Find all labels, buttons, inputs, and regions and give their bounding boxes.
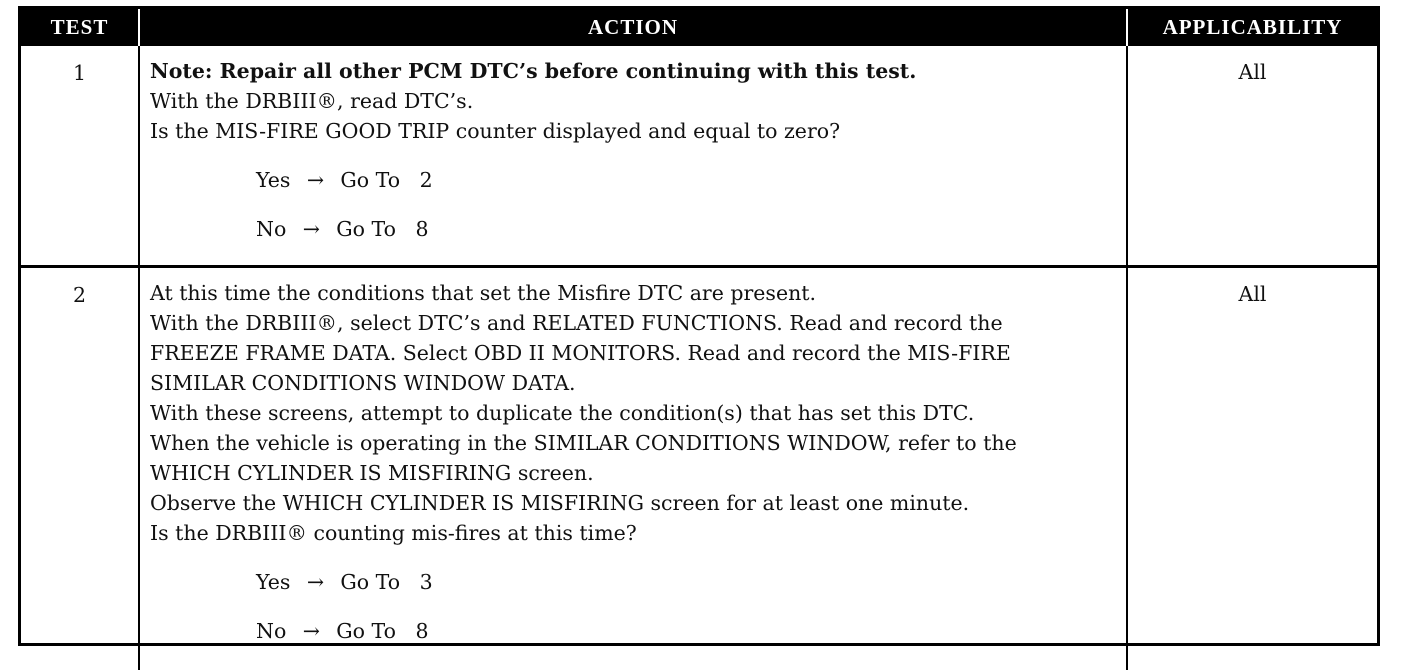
header-test: TEST bbox=[21, 9, 139, 46]
answer-label: Yes bbox=[256, 570, 290, 594]
goto-step: 3 bbox=[420, 570, 433, 594]
answer-label: No bbox=[256, 217, 286, 241]
applicability-value: All bbox=[1127, 267, 1377, 670]
test-number: 1 bbox=[21, 46, 139, 267]
instruction-line: WHICH CYLINDER IS MISFIRING screen. bbox=[150, 458, 1120, 488]
goto-label: Go To bbox=[340, 168, 400, 192]
note-text: Note: Repair all other PCM DTC’s before … bbox=[150, 56, 1120, 86]
action-cell: At this time the conditions that set the… bbox=[139, 267, 1127, 670]
applicability-value: All bbox=[1127, 46, 1377, 267]
goto-label: Go To bbox=[340, 570, 400, 594]
test-table: TEST ACTION APPLICABILITY 1 Note: Repair… bbox=[21, 9, 1377, 670]
goto-label: Go To bbox=[336, 619, 396, 643]
right-arrow-icon: → bbox=[286, 214, 336, 244]
goto-step: 8 bbox=[416, 619, 429, 643]
instruction-line: At this time the conditions that set the… bbox=[150, 278, 1120, 308]
header-row: TEST ACTION APPLICABILITY bbox=[21, 9, 1377, 46]
instruction-line: When the vehicle is operating in the SIM… bbox=[150, 428, 1120, 458]
instruction-line: SIMILAR CONDITIONS WINDOW DATA. bbox=[150, 368, 1120, 398]
right-arrow-icon: → bbox=[290, 165, 340, 195]
diagnostic-test-table: TEST ACTION APPLICABILITY 1 Note: Repair… bbox=[18, 6, 1380, 646]
header-action: ACTION bbox=[139, 9, 1127, 46]
instruction-line: Observe the WHICH CYLINDER IS MISFIRING … bbox=[150, 488, 1120, 518]
goto-step: 8 bbox=[416, 217, 429, 241]
no-branch: No→Go To 8 bbox=[150, 616, 1120, 646]
table-row: 1 Note: Repair all other PCM DTC’s befor… bbox=[21, 46, 1377, 267]
answer-label: No bbox=[256, 619, 286, 643]
instruction-line: With the DRBIII®, select DTC’s and RELAT… bbox=[150, 308, 1120, 338]
test-number: 2 bbox=[21, 267, 139, 670]
goto-label: Go To bbox=[336, 217, 396, 241]
right-arrow-icon: → bbox=[286, 616, 336, 646]
table-row: 2 At this time the conditions that set t… bbox=[21, 267, 1377, 670]
right-arrow-icon: → bbox=[290, 567, 340, 597]
yes-branch: Yes→Go To 2 bbox=[150, 165, 1120, 195]
yes-branch: Yes→Go To 3 bbox=[150, 567, 1120, 597]
goto-step: 2 bbox=[420, 168, 433, 192]
instruction-line: With these screens, attempt to duplicate… bbox=[150, 398, 1120, 428]
question-line: Is the MIS-FIRE GOOD TRIP counter displa… bbox=[150, 116, 1120, 146]
no-branch: No→Go To 8 bbox=[150, 214, 1120, 244]
header-applicability: APPLICABILITY bbox=[1127, 9, 1377, 46]
instruction-line: FREEZE FRAME DATA. Select OBD II MONITOR… bbox=[150, 338, 1120, 368]
answer-label: Yes bbox=[256, 168, 290, 192]
instruction-line: With the DRBIII®, read DTC’s. bbox=[150, 86, 1120, 116]
question-line: Is the DRBIII® counting mis-fires at thi… bbox=[150, 518, 1120, 548]
action-cell: Note: Repair all other PCM DTC’s before … bbox=[139, 46, 1127, 267]
